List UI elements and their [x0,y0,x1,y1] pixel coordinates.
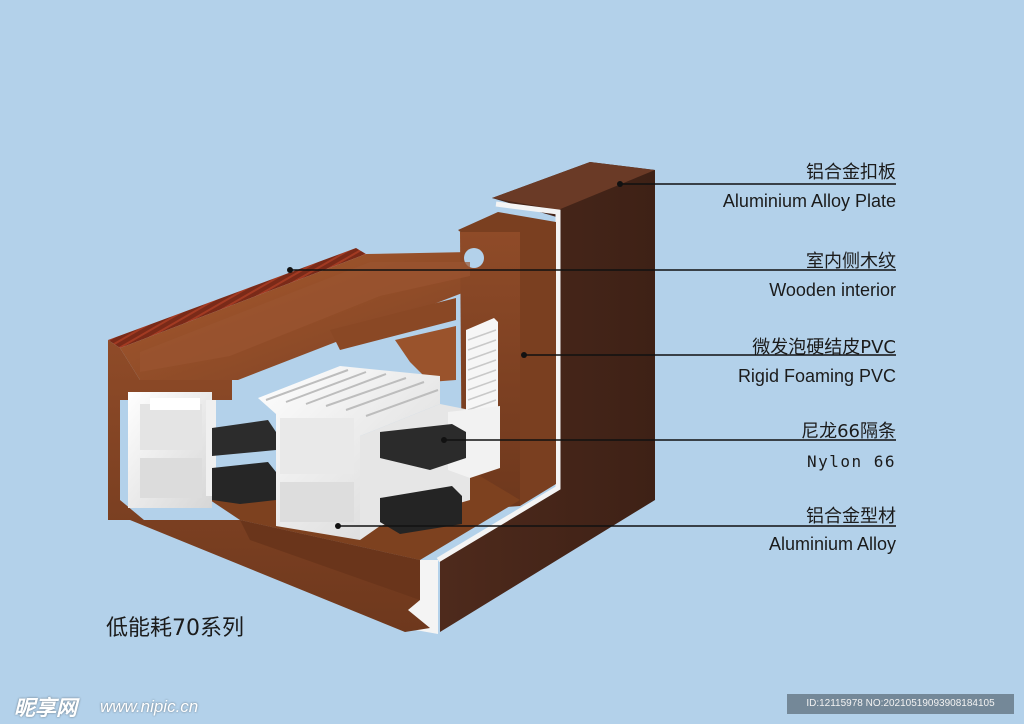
leader-lines [287,181,896,529]
nylon-strips [212,420,466,534]
label-en-rigid-foaming-pvc: Rigid Foaming PVC [737,366,896,386]
label-cn-aluminium-alloy: 铝合金型材 [806,506,896,527]
label-cn-wooden-interior: 室内侧木纹 [806,251,896,272]
watermark-site-link[interactable]: www.nipic.cn [100,697,199,716]
aluminium-fins [265,369,439,417]
watermark-logo: 昵享网 [14,696,77,720]
series-title: 低能耗70系列 [106,616,244,641]
label-cn-rigid-foaming-pvc: 微发泡硬结皮PVC [752,337,896,358]
label-en-wooden-interior: Wooden interior [769,280,896,300]
aluminium-profile-left [128,392,216,508]
label-cn-aluminium-alloy-plate: 铝合金扣板 [806,162,896,183]
label-en-nylon-66: Nylon 66 [806,452,896,471]
label-cn-nylon-66: 尼龙66隔条 [801,421,896,442]
label-en-aluminium-alloy-plate: Aluminium Alloy Plate [722,191,896,211]
label-en-aluminium-alloy: Aluminium Alloy [768,534,896,554]
watermark-id-badge: ID:12115978 NO:20210519093908184105 [787,694,1014,714]
